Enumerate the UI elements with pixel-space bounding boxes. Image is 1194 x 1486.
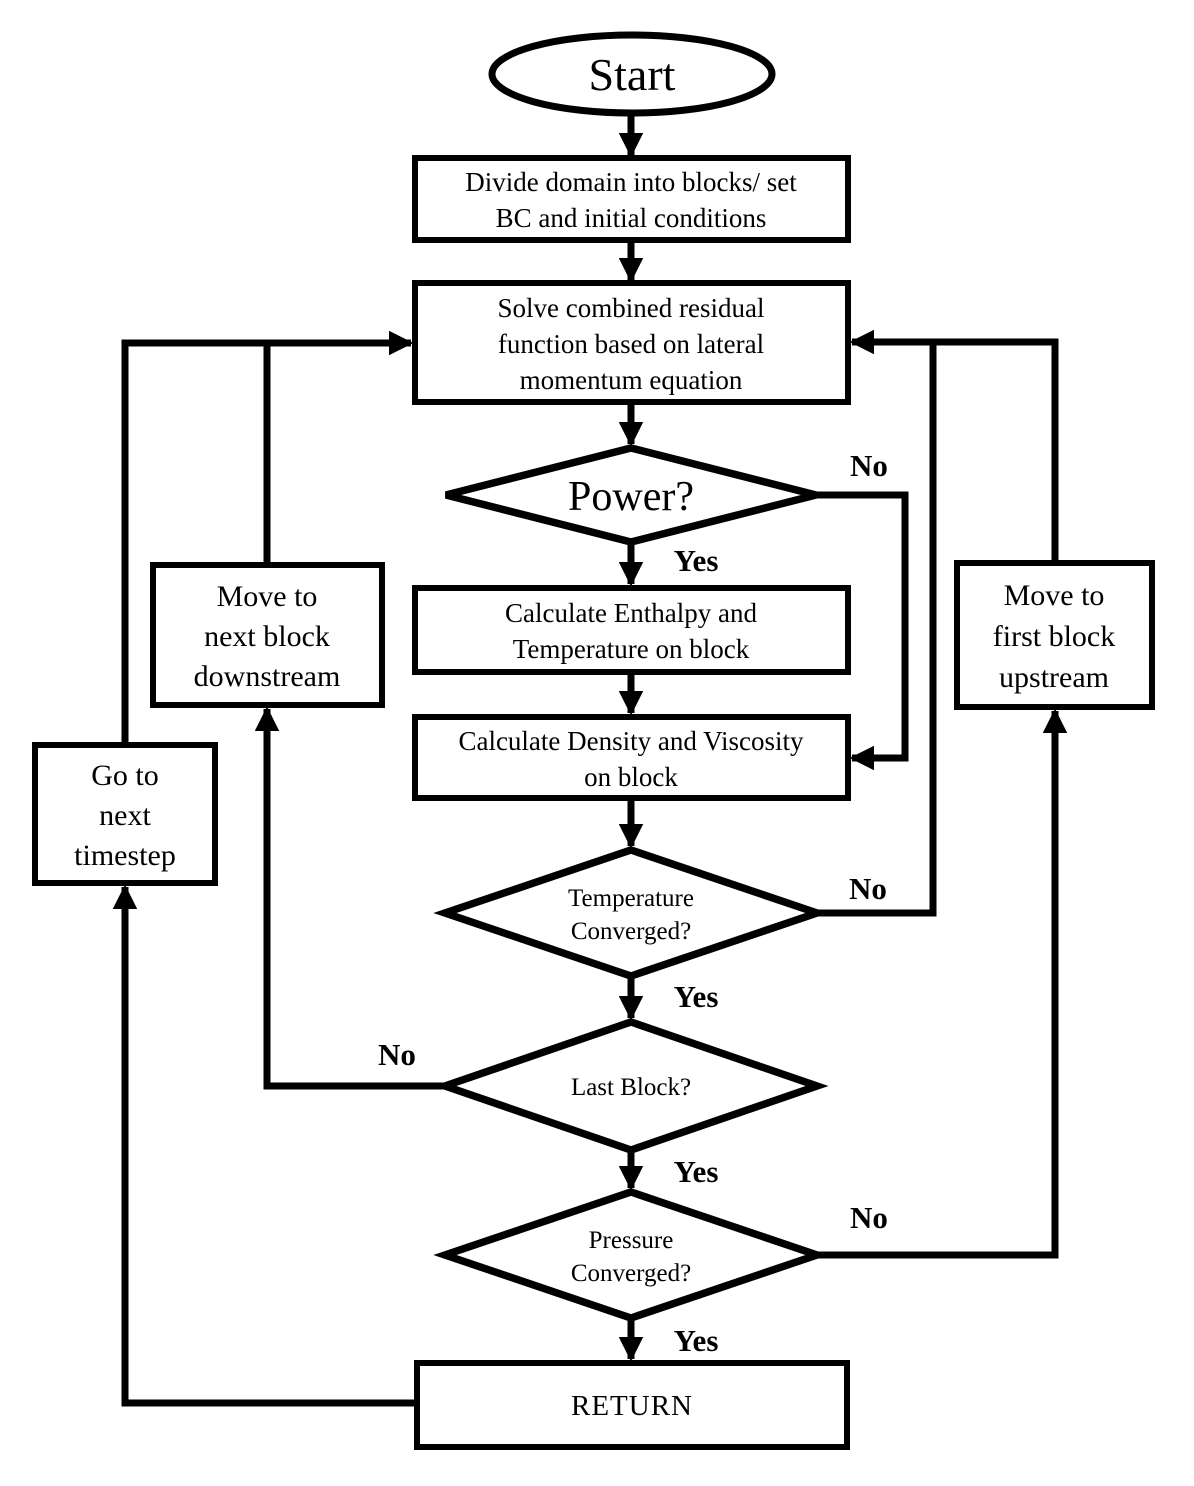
- start-label: Start: [589, 49, 676, 100]
- edge-lastblock-no-to-downstream: [254, 706, 445, 1090]
- density-label-line2: on block: [584, 762, 678, 792]
- divide-label-line1: Divide domain into blocks/ set: [465, 167, 797, 197]
- move-upstream-label-line1: Move to: [1004, 579, 1105, 612]
- return-label: RETURN: [571, 1390, 693, 1422]
- temp-no-label: No: [849, 871, 887, 906]
- go-timestep-node: [32, 742, 218, 886]
- edge-return-to-timestep: [112, 884, 417, 1407]
- pressure-no-label: No: [850, 1200, 888, 1235]
- last-block-decision: [433, 1018, 829, 1154]
- move-upstream-label-line2: first block: [993, 620, 1115, 653]
- divide-node: [412, 155, 851, 243]
- power-label: Power?: [568, 474, 694, 520]
- move-upstream-node: [954, 560, 1155, 710]
- pressure-converged-label-line1: Pressure: [589, 1227, 674, 1254]
- power-no-label: No: [850, 448, 888, 483]
- temp-converged-decision: [433, 846, 829, 980]
- edge-power-no-to-density: [816, 491, 909, 771]
- return-node: [414, 1360, 850, 1450]
- start-node: [488, 31, 776, 117]
- move-downstream-label-line2: next block: [204, 620, 330, 653]
- enthalpy-node: [412, 585, 851, 675]
- move-downstream-node: [150, 562, 385, 708]
- pressure-yes-label: Yes: [674, 1323, 719, 1358]
- solve-label-line2: function based on lateral: [498, 329, 764, 359]
- solve-label-line1: Solve combined residual: [498, 293, 765, 323]
- solve-node: [412, 280, 851, 405]
- enthalpy-label-line1: Calculate Enthalpy and: [505, 598, 757, 628]
- go-timestep-label-line3: timestep: [74, 839, 176, 872]
- edge-upstream-to-solve: [849, 329, 1059, 563]
- enthalpy-label-line2: Temperature on block: [513, 634, 750, 664]
- divide-label-line2: BC and initial conditions: [496, 203, 767, 233]
- move-downstream-label-line3: downstream: [194, 660, 341, 693]
- density-node: [412, 714, 851, 801]
- go-timestep-label-line2: next: [99, 799, 151, 832]
- last-block-label: Last Block?: [571, 1074, 691, 1101]
- move-downstream-label-line1: Move to: [217, 580, 318, 613]
- move-upstream-label-line3: upstream: [999, 661, 1109, 694]
- go-timestep-label-line1: Go to: [91, 759, 159, 792]
- edge-timestep-to-solve: [121, 330, 414, 745]
- power-yes-label: Yes: [674, 543, 719, 578]
- power-decision: [445, 444, 817, 546]
- temp-converged-label-line2: Converged?: [571, 918, 691, 945]
- temp-converged-label-line1: Temperature: [568, 885, 694, 912]
- edge-temp-no-up: [817, 342, 937, 917]
- pressure-converged-decision: [433, 1188, 829, 1322]
- temp-yes-label: Yes: [674, 979, 719, 1014]
- last-block-no-label: No: [378, 1037, 416, 1072]
- last-block-yes-label: Yes: [674, 1154, 719, 1189]
- solve-label-line3: momentum equation: [520, 365, 743, 395]
- density-label-line1: Calculate Density and Viscosity: [458, 726, 804, 756]
- pressure-converged-label-line2: Converged?: [571, 1260, 691, 1287]
- edge-pressure-no-to-upstream: [817, 708, 1068, 1259]
